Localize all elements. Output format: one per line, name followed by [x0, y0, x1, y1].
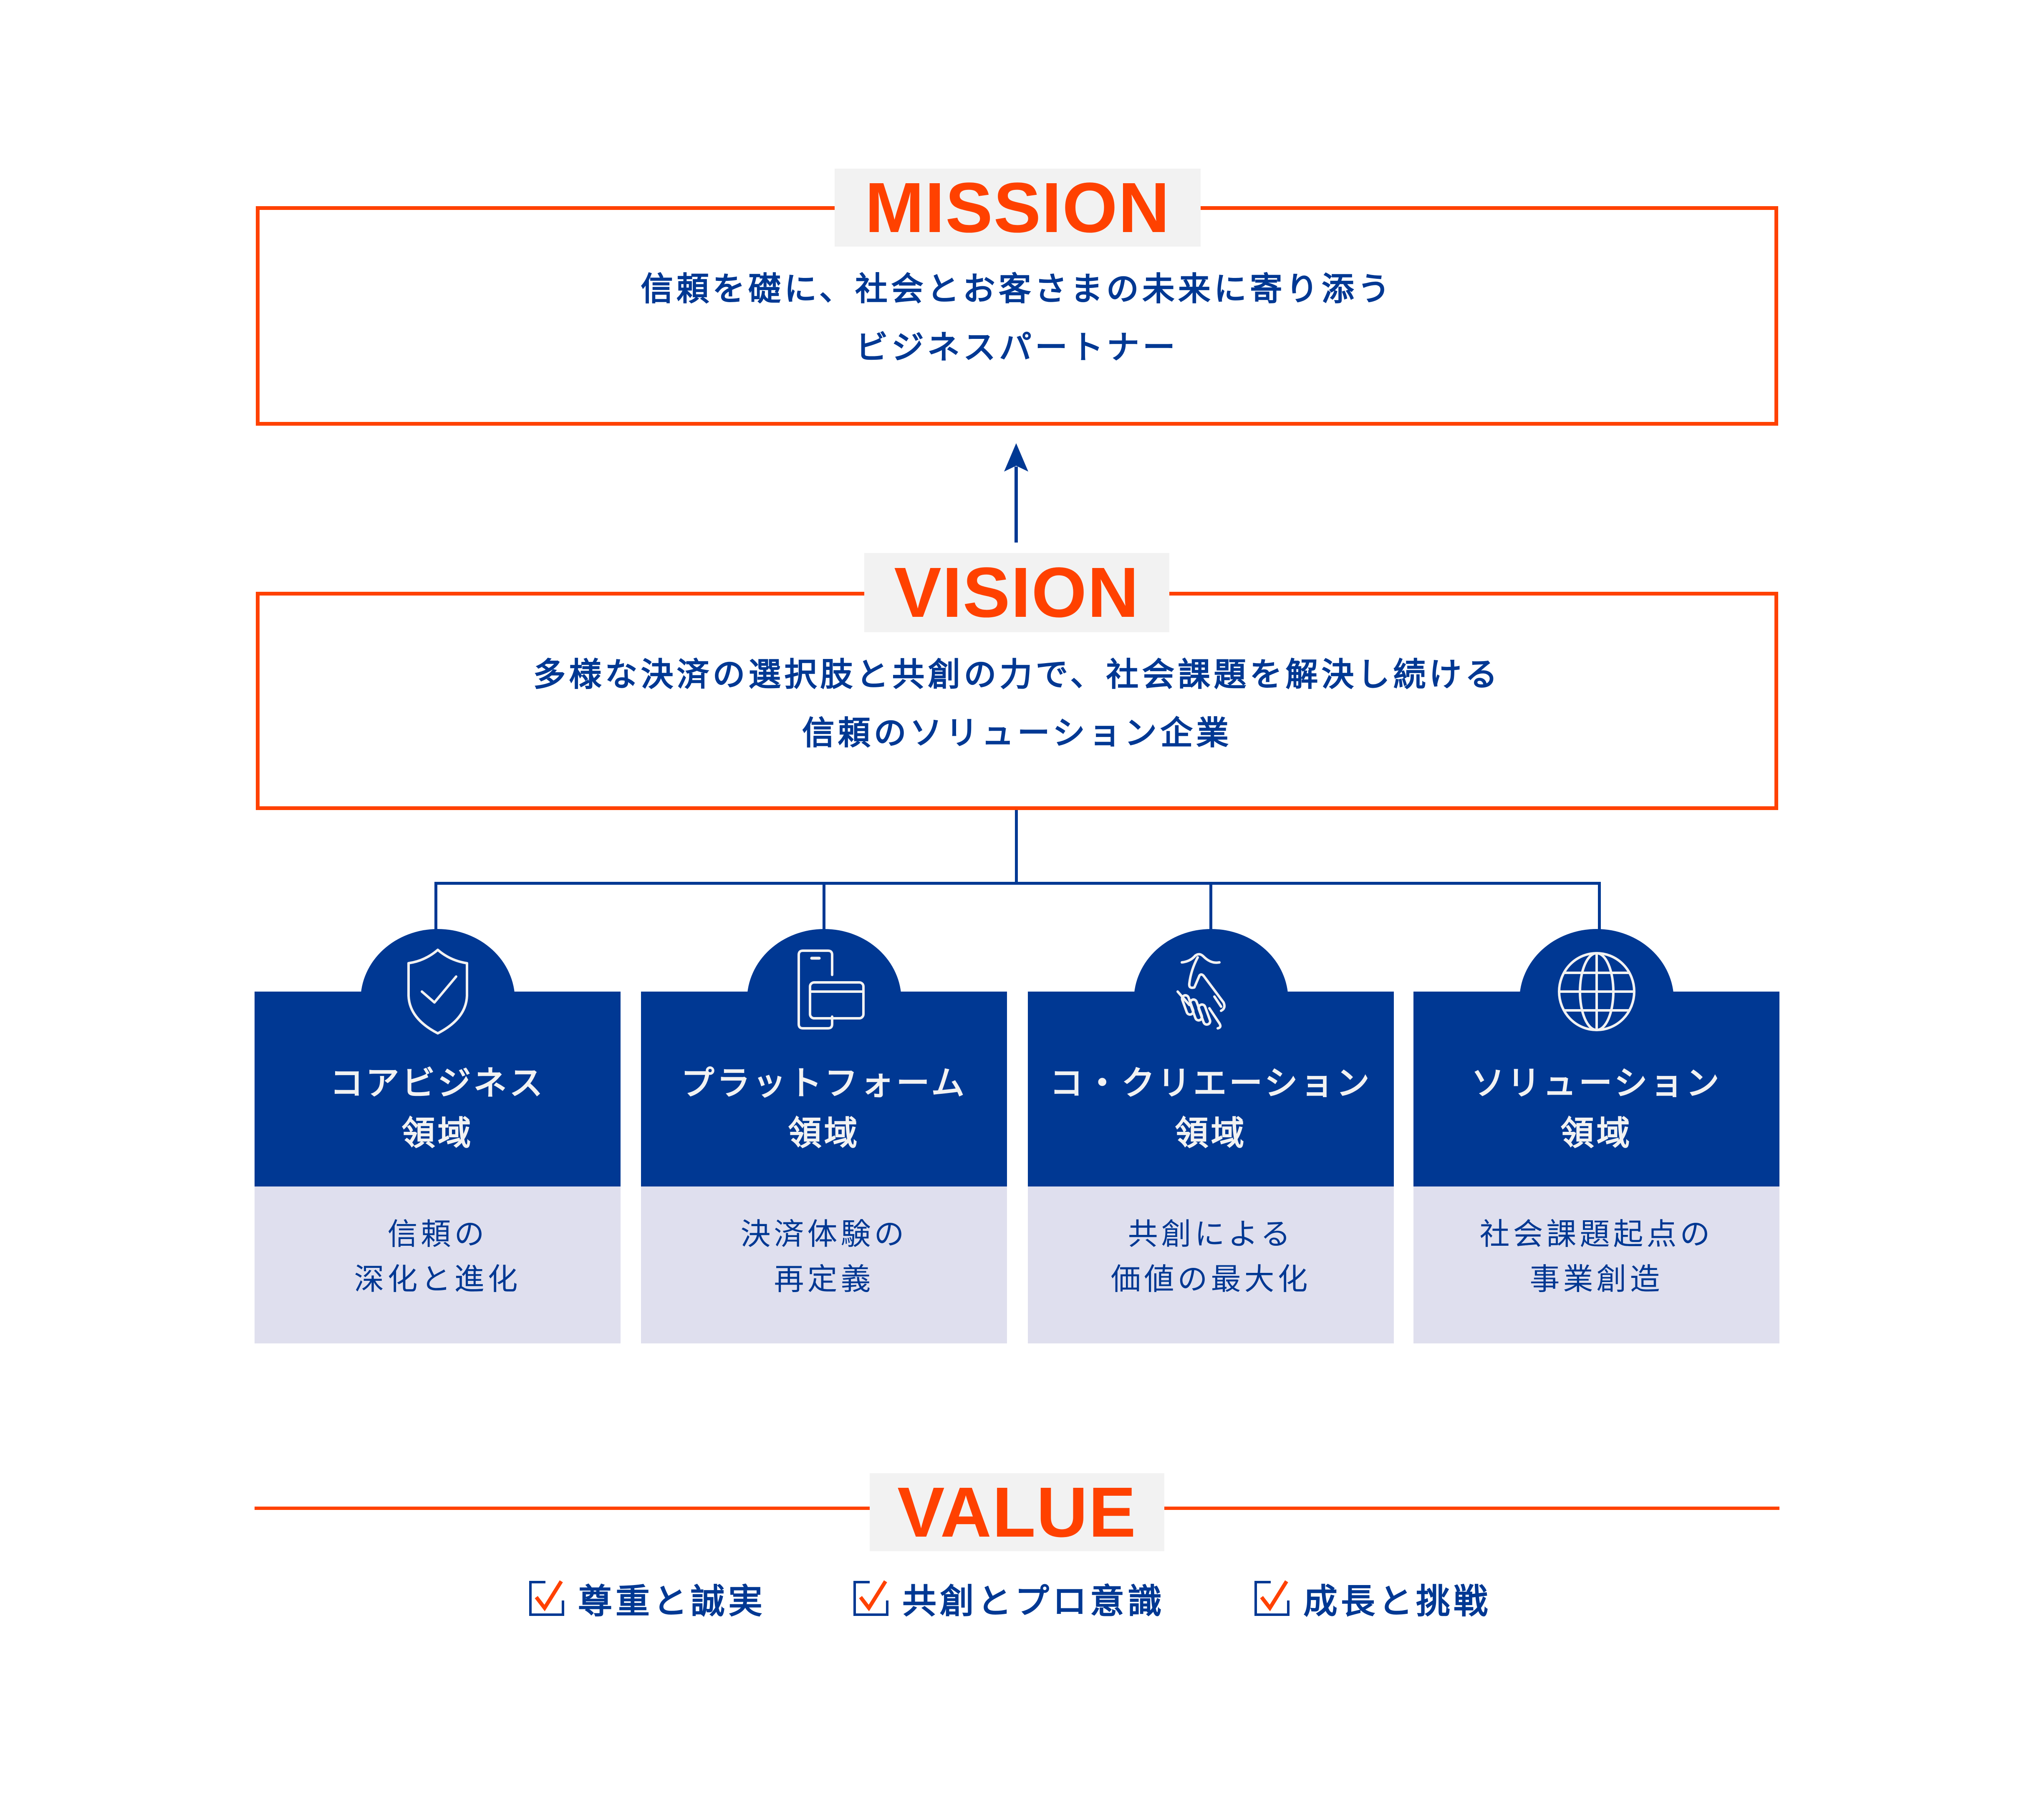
vision-line-2: 信頼のソリューション企業 — [802, 714, 1232, 752]
card-desc-line-2: 深化と進化 — [354, 1262, 521, 1297]
phone-card-icon — [797, 949, 865, 1030]
card-title-line-2: 領域 — [1175, 1114, 1247, 1153]
value-item-label: 共創とプロ意識 — [902, 1582, 1166, 1621]
card-body: 共創による 価値の最大化 — [1028, 1186, 1394, 1343]
card-desc-line-1: 共創による — [1128, 1217, 1294, 1252]
card-desc-line-2: 事業創造 — [1529, 1262, 1663, 1297]
handshake-icon — [1176, 953, 1226, 1030]
card-description: 信頼の 深化と進化 — [255, 1212, 621, 1302]
connector-branch-1 — [434, 882, 437, 932]
domain-card-solution: ソリューション 領域 社会課題起点の 事業創造 — [1413, 929, 1779, 1343]
card-desc-line-1: 信頼の — [387, 1217, 488, 1252]
card-body: 社会課題起点の 事業創造 — [1413, 1186, 1779, 1343]
domain-card-core-business: コアビジネス 領域 信頼の 深化と進化 — [255, 929, 621, 1343]
card-header: コ・クリエーション 領域 — [1028, 992, 1394, 1186]
connector-branch-3 — [1209, 882, 1212, 932]
card-title: ソリューション 領域 — [1413, 1058, 1779, 1159]
card-title: コ・クリエーション 領域 — [1028, 1058, 1394, 1159]
card-title-line-1: コ・クリエーション — [1050, 1064, 1372, 1103]
card-body: 信頼の 深化と進化 — [255, 1186, 621, 1343]
value-item-label: 成長と挑戦 — [1303, 1582, 1491, 1621]
connector-bar — [434, 882, 1601, 885]
vision-line-1: 多様な決済の選択肢と共創の力で、社会課題を解決し続ける — [533, 656, 1501, 694]
card-title-line-1: コアビジネス — [330, 1064, 545, 1103]
card-header: プラットフォーム 領域 — [641, 992, 1007, 1186]
domain-card-co-creation: コ・クリエーション 領域 共創による 価値の最大化 — [1028, 929, 1394, 1343]
mission-label-text: MISSION — [865, 168, 1171, 247]
vision-label-text: VISION — [894, 553, 1140, 632]
card-title-line-2: 領域 — [788, 1114, 860, 1153]
card-header: コアビジネス 領域 — [255, 992, 621, 1186]
connector-trunk — [1015, 810, 1018, 884]
card-title-line-1: プラットフォーム — [681, 1064, 967, 1103]
checkbox-checked-icon — [853, 1580, 888, 1616]
mission-statement: 信頼を礎に、社会とお客さまの未来に寄り添う ビジネスパートナー — [260, 260, 1774, 377]
mission-line-1: 信頼を礎に、社会とお客さまの未来に寄り添う — [641, 270, 1393, 308]
value-item-growth: 成長と挑戦 — [1253, 1573, 1491, 1623]
value-line-right — [1160, 1507, 1779, 1510]
card-description: 決済体験の 再定義 — [641, 1212, 1007, 1302]
value-item-label: 尊重と誠実 — [578, 1582, 766, 1621]
value-label-text: VALUE — [897, 1472, 1137, 1552]
card-desc-line-2: 再定義 — [774, 1262, 874, 1297]
mission-label: MISSION — [835, 169, 1201, 247]
vision-statement: 多様な決済の選択肢と共創の力で、社会課題を解決し続ける 信頼のソリューション企業 — [260, 646, 1774, 762]
value-line-left — [255, 1507, 872, 1510]
card-desc-line-1: 決済体験の — [740, 1217, 908, 1252]
connector-branch-4 — [1598, 882, 1601, 932]
domain-card-platform: プラットフォーム 領域 決済体験の 再定義 — [641, 929, 1007, 1343]
connector-branch-2 — [823, 882, 825, 932]
globe-icon — [1557, 952, 1635, 1031]
value-item-cocreation: 共創とプロ意識 — [852, 1573, 1165, 1623]
shield-check-icon — [407, 949, 468, 1035]
checkbox-checked-icon — [1254, 1580, 1290, 1616]
card-description: 社会課題起点の 事業創造 — [1413, 1212, 1779, 1302]
arrow-up-icon — [1004, 443, 1028, 543]
value-item-respect: 尊重と誠実 — [528, 1573, 766, 1623]
vision-label: VISION — [864, 553, 1169, 632]
mission-line-2: ビジネスパートナー — [855, 329, 1179, 366]
checkbox-checked-icon — [529, 1580, 564, 1616]
card-body: 決済体験の 再定義 — [641, 1186, 1007, 1343]
card-title-line-1: ソリューション — [1471, 1064, 1722, 1103]
card-desc-line-1: 社会課題起点の — [1479, 1217, 1714, 1252]
card-title: コアビジネス 領域 — [255, 1058, 621, 1159]
card-description: 共創による 価値の最大化 — [1028, 1212, 1394, 1302]
card-title: プラットフォーム 領域 — [641, 1058, 1007, 1159]
card-title-line-2: 領域 — [401, 1114, 474, 1153]
card-title-line-2: 領域 — [1560, 1114, 1633, 1153]
value-label: VALUE — [870, 1473, 1164, 1551]
card-desc-line-2: 価値の最大化 — [1110, 1262, 1311, 1297]
